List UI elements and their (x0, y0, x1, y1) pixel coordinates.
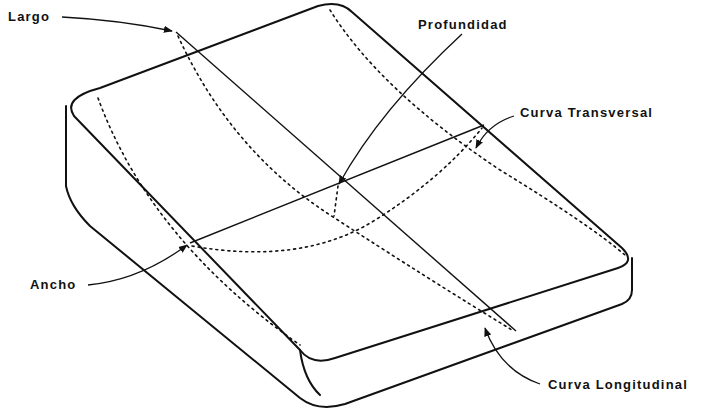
front-edge (300, 350, 320, 395)
part-label: Ancho (30, 278, 76, 292)
leader-line (62, 17, 172, 31)
part-label: Curva Transversal (520, 106, 653, 120)
right-seam (330, 10, 625, 255)
part-label: Largo (8, 10, 50, 24)
left-seam (98, 98, 300, 345)
longitudinal-curve (178, 36, 512, 330)
transversal-curve (192, 128, 482, 252)
part-label: Curva Longitudinal (548, 378, 688, 392)
leader-line (485, 328, 540, 384)
side-outline (66, 106, 632, 407)
depth-line (334, 186, 338, 216)
leader-line (88, 245, 187, 285)
ancho-line (190, 125, 484, 243)
part-label: Profundidad (418, 18, 508, 32)
leader-line (339, 34, 462, 184)
top-face-outline (71, 4, 628, 361)
leader-line (476, 116, 514, 148)
